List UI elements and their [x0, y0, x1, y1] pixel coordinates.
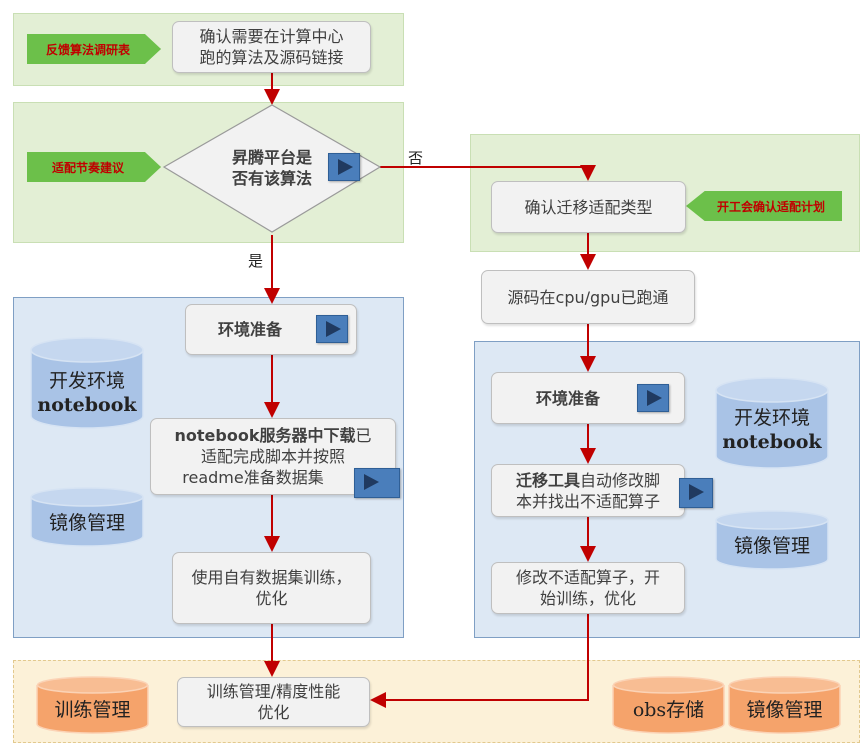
- decision-diamond: [162, 104, 382, 233]
- left-train-step[interactable]: 使用自有数据集训练，优化: [172, 552, 371, 624]
- tag-rhythm: 适配节奏建议: [27, 152, 161, 182]
- label-yes: 是: [248, 252, 264, 270]
- step-migrate-type[interactable]: 确认迁移适配类型: [491, 181, 686, 233]
- right-env-play-icon[interactable]: [637, 384, 669, 412]
- right-fix-step[interactable]: 修改不适配算子，开始训练，优化: [491, 562, 685, 614]
- bottom-db-image: 镜像管理: [728, 676, 841, 734]
- right-tool-play-icon[interactable]: [679, 478, 713, 508]
- right-tool-step[interactable]: 迁移工具自动修改脚本并找出不适配算子: [491, 464, 685, 517]
- left-notebook-play-icon[interactable]: [354, 468, 400, 498]
- left-env-prep[interactable]: 环境准备: [185, 304, 357, 355]
- bottom-db-train: 训练管理: [36, 676, 149, 734]
- bottom-db-obs: obs存储: [612, 676, 725, 734]
- left-db-image: 镜像管理: [30, 487, 144, 547]
- tag-kickoff: 开工会确认适配计划: [686, 191, 842, 221]
- label-no: 否: [408, 149, 424, 167]
- right-db-image: 镜像管理: [715, 510, 829, 570]
- right-env-prep[interactable]: 环境准备: [491, 372, 685, 424]
- decision-play-icon[interactable]: [328, 153, 360, 181]
- step-confirm-algorithm[interactable]: 确认需要在计算中心跑的算法及源码链接: [172, 21, 371, 73]
- step-cpu-gpu[interactable]: 源码在cpu/gpu已跑通: [481, 270, 695, 324]
- decision-label: 昇腾平台是否有该算法: [231, 148, 312, 188]
- left-env-play-icon[interactable]: [316, 315, 348, 343]
- tag-feedback: 反馈算法调研表: [27, 34, 161, 64]
- bottom-train-mgmt[interactable]: 训练管理/精度性能优化: [177, 677, 370, 727]
